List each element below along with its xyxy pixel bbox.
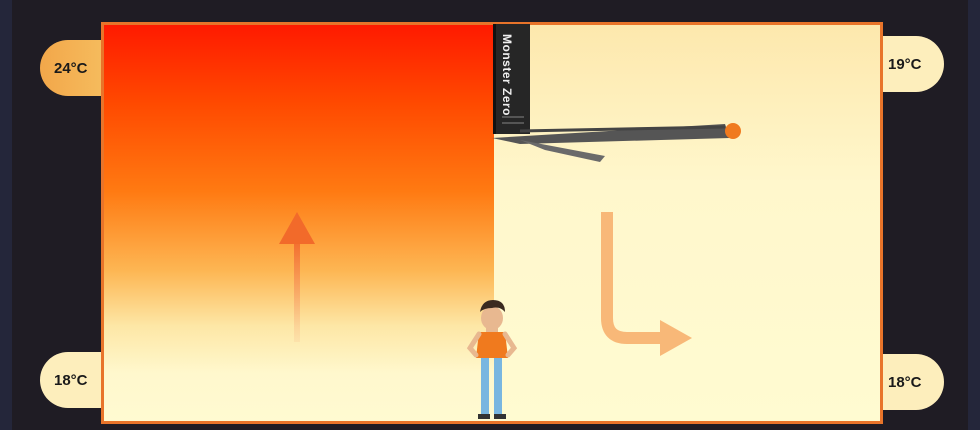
standing-person-icon bbox=[470, 300, 514, 419]
curved-arrow-icon bbox=[607, 212, 692, 356]
up-arrow-icon bbox=[279, 212, 315, 342]
heater-louver-icon bbox=[492, 123, 741, 162]
